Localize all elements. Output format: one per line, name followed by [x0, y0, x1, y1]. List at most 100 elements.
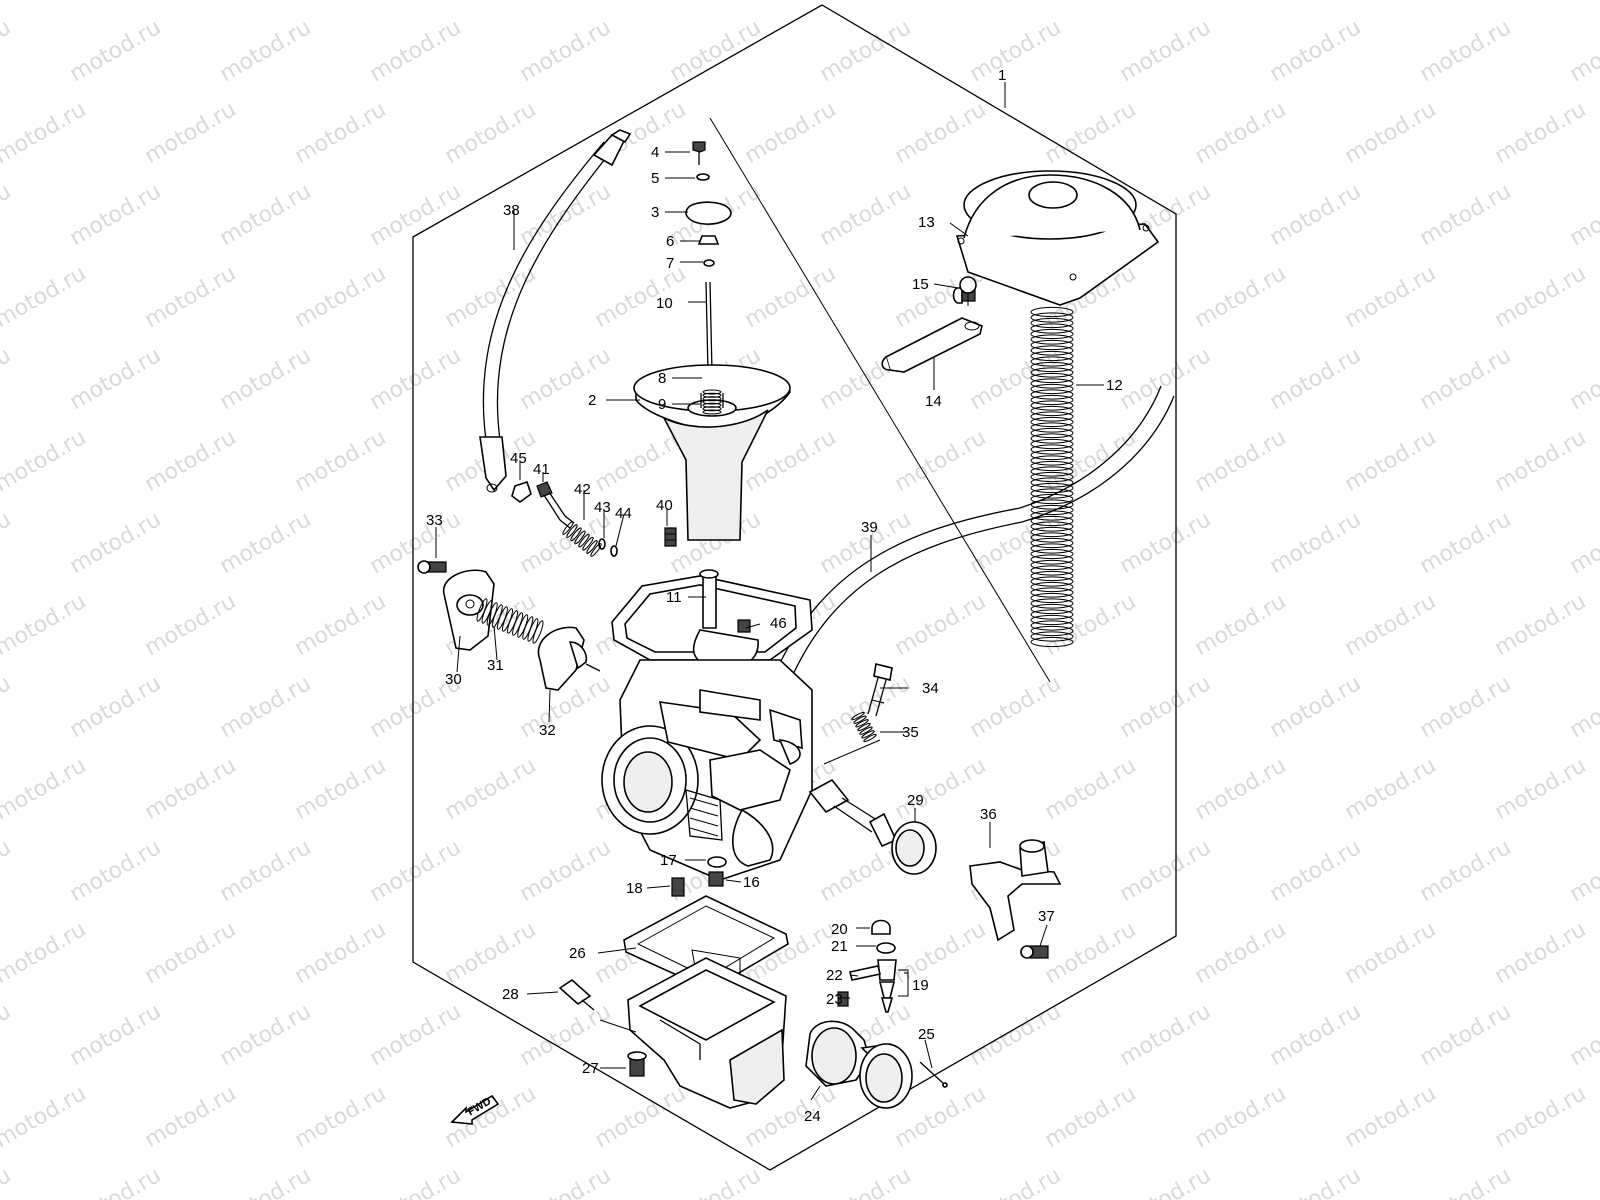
watermark-text: motod.ru: [0, 97, 90, 169]
watermark-text: motod.ru: [0, 425, 90, 497]
spring-coil: [851, 711, 865, 721]
callout-labels: 1 2 3 4 5 6 7 8 9 10 11 12 13 14 15 16 1…: [426, 67, 1123, 1125]
callout-32: 32: [539, 722, 556, 739]
spring-coil: [1030, 460, 1074, 472]
spring-coil: [590, 543, 602, 557]
cable-bracket: [969, 839, 1062, 959]
watermark-text: motod.ru: [1341, 0, 1441, 5]
spring-coil: [1030, 493, 1074, 505]
watermark-text: motod.ru: [1566, 999, 1600, 1071]
watermark-text: motod.ru: [0, 1163, 15, 1200]
spring-coil: [582, 536, 594, 551]
spring-coil: [1030, 356, 1074, 367]
callout-10: 10: [656, 295, 673, 312]
spring-coil: [1030, 587, 1074, 598]
watermark-text: motod.ru: [1116, 999, 1216, 1071]
watermark-text: motod.ru: [1266, 1163, 1366, 1200]
callout-41: 41: [533, 461, 550, 478]
spring-coil: [578, 533, 590, 548]
spring-coil: [1030, 559, 1074, 571]
callout-24: 24: [804, 1108, 821, 1125]
watermark-text: motod.ru: [666, 15, 766, 87]
watermark-text: motod.ru: [366, 999, 466, 1071]
spring-coil: [1030, 543, 1074, 554]
spring-coil: [1030, 422, 1074, 433]
watermark-text: motod.ru: [1566, 179, 1600, 251]
callout-21: 21: [831, 938, 848, 955]
watermark-text: motod.ru: [216, 507, 316, 579]
watermark-text: motod.ru: [366, 835, 466, 907]
float: [805, 1020, 948, 1109]
callout-6: 6: [666, 233, 674, 250]
callout-28: 28: [502, 986, 519, 1003]
watermark-text: motod.ru: [1491, 261, 1591, 333]
spring-coil: [1030, 488, 1074, 499]
spring-coil: [702, 392, 722, 398]
watermark-text: motod.ru: [1116, 835, 1216, 907]
spring-coil: [702, 399, 722, 405]
callout-4: 4: [651, 144, 659, 161]
callout-38: 38: [503, 202, 520, 219]
small-jets: [671, 856, 727, 897]
spring-coil: [702, 389, 722, 395]
callout-5: 5: [651, 170, 659, 187]
watermark-text: motod.ru: [1041, 917, 1141, 989]
callout-44: 44: [615, 505, 632, 522]
callout-31: 31: [487, 657, 504, 674]
callout-13: 13: [918, 214, 935, 231]
spring-coil: [574, 530, 586, 545]
watermark-text: motod.ru: [591, 1081, 691, 1153]
watermark-text: motod.ru: [1116, 15, 1216, 87]
watermark-text: motod.ru: [66, 999, 166, 1071]
carburetor-top: [611, 569, 813, 670]
spring-coil: [1030, 515, 1074, 527]
watermark-text: motod.ru: [0, 1081, 90, 1153]
watermark-text: motod.ru: [366, 1163, 466, 1200]
watermark-text: motod.ru: [1341, 261, 1441, 333]
vacuum-piston: [633, 364, 791, 541]
watermark-text: motod.ru: [891, 917, 991, 989]
spring-coil: [702, 409, 722, 415]
callout-35: 35: [902, 724, 919, 741]
watermark-text: motod.ru: [1416, 671, 1516, 743]
watermark-text: motod.ru: [1116, 343, 1216, 415]
callout-8: 8: [658, 370, 666, 387]
spring-coil: [1030, 570, 1074, 582]
watermark-text: motod.ru: [216, 999, 316, 1071]
watermark-text: motod.ru: [891, 425, 991, 497]
watermark-text: motod.ru: [966, 671, 1066, 743]
watermark-text: motod.ru: [0, 261, 90, 333]
spring-coil: [562, 521, 574, 535]
callout-27: 27: [582, 1060, 599, 1077]
callout-42: 42: [574, 481, 591, 498]
watermark-text: motod.ru: [1266, 343, 1366, 415]
spring-coil: [1030, 576, 1074, 587]
watermark-text: motod.ru: [66, 671, 166, 743]
watermark-text: motod.ru: [1416, 507, 1516, 579]
pilot-screw-spring: [562, 521, 602, 557]
watermark-text: motod.ru: [1266, 671, 1366, 743]
watermark-text: motod.ru: [291, 0, 391, 5]
watermark-text: motod.ru: [666, 1163, 766, 1200]
float-bowl-gasket: [623, 895, 789, 991]
spring-coil: [853, 715, 867, 724]
guide-line: [709, 117, 1051, 683]
watermark-text: motod.ru: [1041, 0, 1141, 5]
watermark-text: motod.ru: [216, 15, 316, 87]
needle-spring: [702, 389, 722, 415]
callout-17: 17: [660, 852, 677, 869]
callout-22: 22: [826, 967, 843, 984]
spring-coil: [1030, 581, 1074, 593]
watermark-text: motod.ru: [216, 343, 316, 415]
callout-1: 1: [998, 67, 1006, 84]
watermark-text: motod.ru: [516, 1163, 616, 1200]
watermark-text: motod.ru: [1341, 425, 1441, 497]
spring-coil: [1030, 504, 1074, 516]
callout-43: 43: [594, 499, 611, 516]
watermark-text: motod.ru: [141, 425, 241, 497]
watermark-text: motod.ru: [1116, 1163, 1216, 1200]
watermark-text: motod.ru: [1341, 97, 1441, 169]
watermark-text: motod.ru: [1266, 15, 1366, 87]
callout-11: 11: [666, 589, 682, 606]
spring-coil: [1030, 350, 1074, 362]
